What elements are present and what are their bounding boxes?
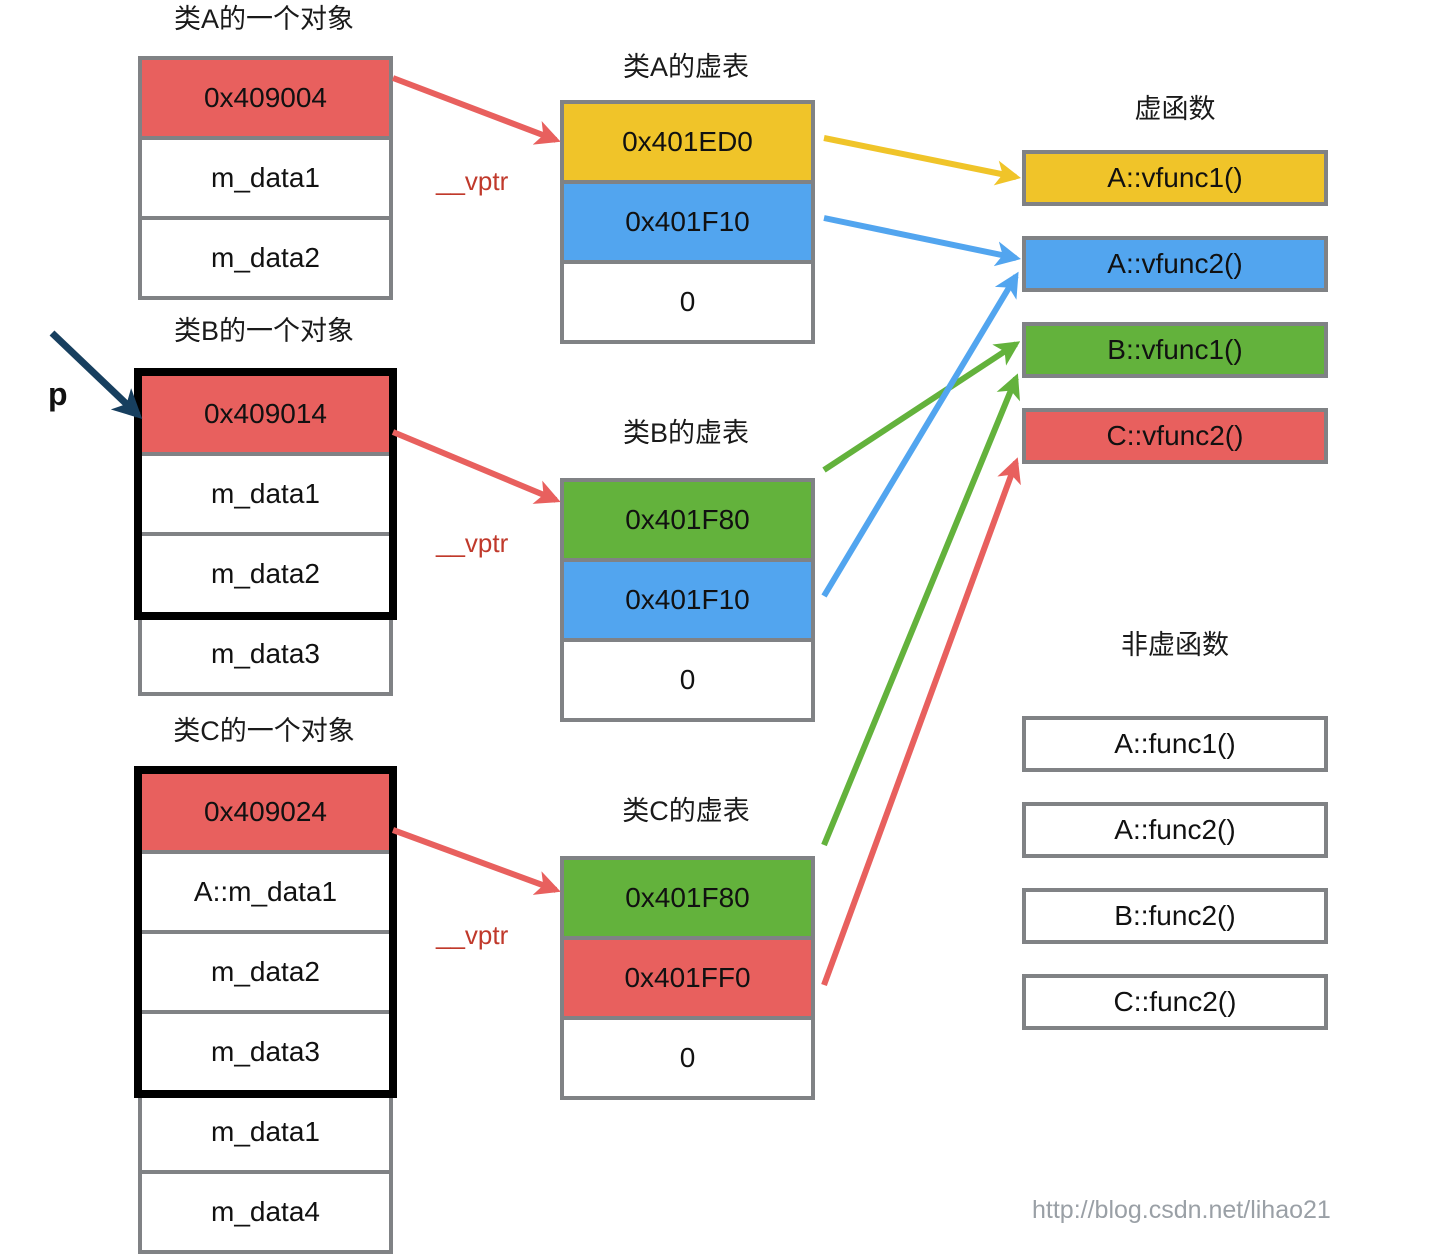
object-b-row-0-text: 0x409014 xyxy=(203,398,327,429)
object-c-row-5: m_data4 xyxy=(138,1170,393,1254)
non-virtual-function-item-3-text: C::func2() xyxy=(1113,986,1237,1017)
object-b-layout: 0x409014 m_data1 m_data2 m_data3 xyxy=(138,372,393,696)
object-b-row-3-text: m_data3 xyxy=(211,638,320,669)
vtable-c-row-0-text: 0x401F80 xyxy=(625,882,750,913)
object-b-row-2-text: m_data2 xyxy=(211,558,320,589)
vtable-b: 0x401F80 0x401F10 0 xyxy=(560,478,815,722)
object-c-row-2-text: m_data2 xyxy=(211,956,320,987)
vtable-a-row-1: 0x401F10 xyxy=(560,180,815,264)
vtable-c: 0x401F80 0x401FF0 0 xyxy=(560,856,815,1100)
object-c-row-0-text: 0x409024 xyxy=(203,796,327,827)
non-virtual-function-item-2: B::func2() xyxy=(1022,888,1328,944)
arrow-vtableB-slot2-to-Avfunc2 xyxy=(821,271,1019,598)
vtable-a-row-1-text: 0x401F10 xyxy=(625,206,750,237)
object-a-row-1-text: m_data1 xyxy=(211,162,320,193)
arrow-objB-vptr-to-vtableB xyxy=(391,429,561,504)
object-b-row-0: 0x409014 xyxy=(138,372,393,456)
vtable-c-row-1-text: 0x401FF0 xyxy=(624,962,751,993)
object-c-row-5-text: m_data4 xyxy=(211,1196,320,1227)
arrow-vtableA-slot1-to-Avfunc1 xyxy=(823,135,1021,186)
vtable-c-caption: 类C的虚表 xyxy=(622,796,750,826)
vtable-b-row-1-text: 0x401F10 xyxy=(625,584,750,615)
watermark-url: http://blog.csdn.net/lihao21 xyxy=(1032,1196,1331,1224)
vtable-c-row-2: 0 xyxy=(560,1016,815,1100)
object-c-row-2: m_data2 xyxy=(138,930,393,1014)
virtual-function-item-0-text: A::vfunc1() xyxy=(1107,162,1243,193)
object-a-caption: 类A的一个对象 xyxy=(173,4,354,34)
virtual-function-item-0: A::vfunc1() xyxy=(1022,150,1328,206)
vtable-a-row-0: 0x401ED0 xyxy=(560,100,815,184)
non-virtual-functions-caption: 非虚函数 xyxy=(1121,630,1229,660)
arrow-vtableA-slot2-to-Avfunc2 xyxy=(823,215,1021,267)
vtable-a-row-2: 0 xyxy=(560,260,815,344)
vtable-a: 0x401ED0 0x401F10 0 xyxy=(560,100,815,344)
non-virtual-function-item-2-text: B::func2() xyxy=(1114,900,1236,931)
non-virtual-function-item-0: A::func1() xyxy=(1022,716,1328,772)
object-c-row-0: 0x409024 xyxy=(138,770,393,854)
object-a-vptr-label: __vptr xyxy=(436,166,509,196)
non-virtual-function-item-0-text: A::func1() xyxy=(1114,728,1236,759)
object-a-layout: 0x409004 m_data1 m_data2 xyxy=(138,56,393,300)
virtual-function-item-1-text: A::vfunc2() xyxy=(1107,248,1243,279)
vtable-b-caption: 类B的虚表 xyxy=(622,418,749,448)
virtual-function-item-2-text: B::vfunc1() xyxy=(1107,334,1243,365)
object-c-row-4-text: m_data1 xyxy=(211,1116,320,1147)
object-c-row-4: m_data1 xyxy=(138,1090,393,1174)
vtable-c-row-1: 0x401FF0 xyxy=(560,936,815,1020)
object-b-row-2: m_data2 xyxy=(138,532,393,616)
object-c-row-3-text: m_data3 xyxy=(211,1036,320,1067)
virtual-function-item-2: B::vfunc1() xyxy=(1022,322,1328,378)
vtable-a-row-2-text: 0 xyxy=(679,286,696,317)
arrow-vtableB-slot1-to-Bvfunc1 xyxy=(822,341,1021,473)
object-a-row-1: m_data1 xyxy=(138,136,393,220)
virtual-function-item-3-text: C::vfunc2() xyxy=(1106,420,1244,451)
virtual-function-item-1: A::vfunc2() xyxy=(1022,236,1328,292)
object-b-vptr-label: __vptr xyxy=(436,528,509,558)
object-a-row-2: m_data2 xyxy=(138,216,393,300)
object-b-row-3: m_data3 xyxy=(138,612,393,696)
vtable-c-row-0: 0x401F80 xyxy=(560,856,815,940)
object-b-caption: 类B的一个对象 xyxy=(173,316,354,346)
vtable-b-row-2-text: 0 xyxy=(679,664,696,695)
object-b-row-1: m_data1 xyxy=(138,452,393,536)
object-c-row-1-text: A::m_data1 xyxy=(193,876,338,907)
vtable-b-row-2: 0 xyxy=(560,638,815,722)
vtable-b-row-1: 0x401F10 xyxy=(560,558,815,642)
object-a-row-0: 0x409004 xyxy=(138,56,393,140)
non-virtual-function-item-1-text: A::func2() xyxy=(1114,814,1236,845)
arrow-objA-vptr-to-vtableA xyxy=(391,75,561,145)
object-a-row-2-text: m_data2 xyxy=(211,242,320,273)
virtual-function-item-3: C::vfunc2() xyxy=(1022,408,1328,464)
vtable-a-caption: 类A的虚表 xyxy=(622,52,749,82)
object-c-vptr-label: __vptr xyxy=(436,920,509,950)
vtable-b-row-0: 0x401F80 xyxy=(560,478,815,562)
non-virtual-function-item-1: A::func2() xyxy=(1022,802,1328,858)
object-c-row-3: m_data3 xyxy=(138,1010,393,1094)
vtable-a-row-0-text: 0x401ED0 xyxy=(622,126,753,157)
object-a-row-0-text: 0x409004 xyxy=(203,82,327,113)
arrow-vtableC-slot1-to-Bvfunc1 xyxy=(821,373,1020,847)
arrow-objC-vptr-to-vtableC xyxy=(391,827,561,895)
vtable-b-row-0-text: 0x401F80 xyxy=(625,504,750,535)
virtual-functions-caption: 虚函数 xyxy=(1134,94,1216,124)
vtable-c-row-2-text: 0 xyxy=(679,1042,696,1073)
non-virtual-function-item-3: C::func2() xyxy=(1022,974,1328,1030)
object-b-row-1-text: m_data1 xyxy=(211,478,320,509)
object-c-caption: 类C的一个对象 xyxy=(173,716,355,746)
arrow-vtableC-slot2-to-Cvfunc2 xyxy=(821,457,1021,987)
pointer-p-label: p xyxy=(48,376,68,412)
object-c-row-1: A::m_data1 xyxy=(138,850,393,934)
